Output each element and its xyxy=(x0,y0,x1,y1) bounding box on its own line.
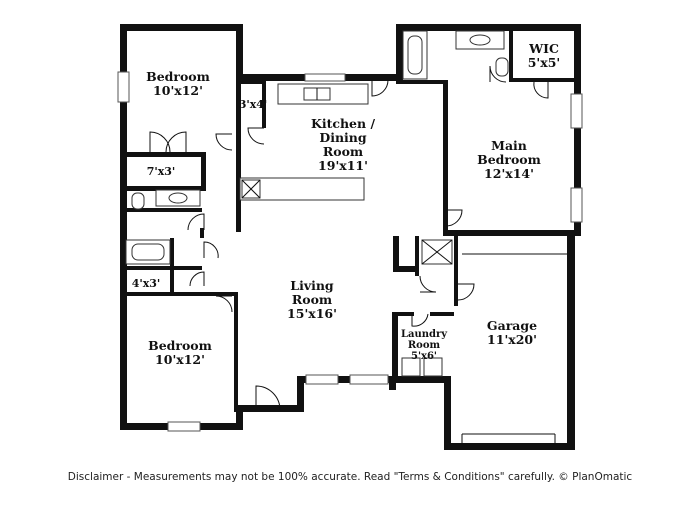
kitchen-name-2: Dining xyxy=(319,130,367,145)
kitchen-name-3: Room xyxy=(323,144,363,159)
room-labels: Bedroom 10'x12' 7'x3' 3'x4' Kitchen / Di… xyxy=(132,41,561,367)
closet-small-size: 4'x3' xyxy=(132,277,161,290)
garage-size: 11'x20' xyxy=(487,332,537,347)
laundry-name-2: Room xyxy=(408,340,441,351)
kitchen-name-1: Kitchen / xyxy=(311,116,375,131)
bedroom-top-name: Bedroom xyxy=(146,69,210,84)
wic-size: 5'x5' xyxy=(528,55,561,70)
windows xyxy=(117,71,583,432)
bedroom-top-size: 10'x12' xyxy=(153,83,203,98)
main-bedroom-name-2: Bedroom xyxy=(477,152,541,167)
main-bedroom-name-1: Main xyxy=(491,138,527,153)
bedroom-bottom-name: Bedroom xyxy=(148,338,212,353)
main-bedroom-size: 12'x14' xyxy=(484,166,534,181)
laundry-size: 5'x6' xyxy=(411,351,437,362)
kitchen-size: 19'x11' xyxy=(318,158,368,173)
pantry-size: 3'x4' xyxy=(239,98,268,111)
garage-name: Garage xyxy=(487,318,537,333)
disclaimer-text: Disclaimer - Measurements may not be 100… xyxy=(67,471,633,483)
doors xyxy=(149,65,570,444)
laundry-name-1: Laundry xyxy=(401,329,448,340)
fixtures xyxy=(125,30,509,377)
closet-top-size: 7'x3' xyxy=(147,165,176,178)
living-name-1: Living xyxy=(290,278,334,293)
wic-name: WIC xyxy=(528,41,559,56)
bedroom-bottom-size: 10'x12' xyxy=(155,352,205,367)
living-name-2: Room xyxy=(292,292,332,307)
living-size: 15'x16' xyxy=(287,306,337,321)
interior-walls xyxy=(126,30,576,412)
